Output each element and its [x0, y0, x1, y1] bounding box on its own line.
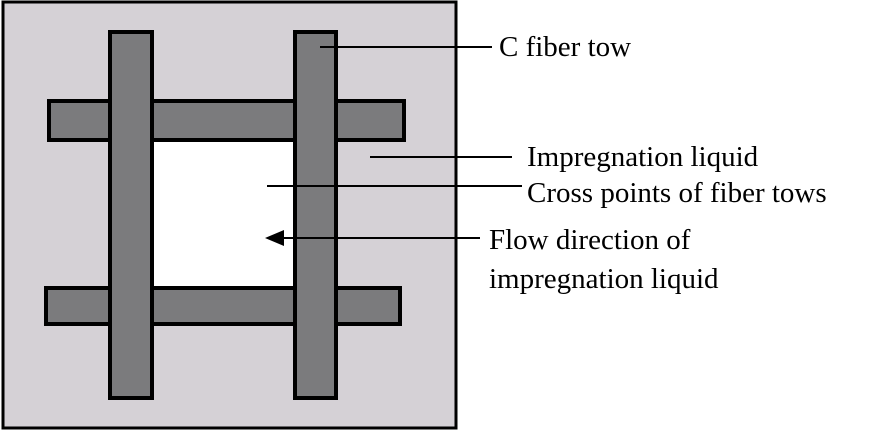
vertical-tow-left	[108, 30, 154, 400]
label-flow-direction-line1: Flow direction of	[489, 224, 691, 256]
flow-arrow-head-icon	[265, 230, 284, 246]
horizontal-tow-bottom	[44, 286, 402, 326]
open-pore-area	[152, 140, 295, 288]
label-cross-points: Cross points of fiber tows	[527, 177, 827, 209]
label-flow-direction-line2: impregnation liquid	[489, 263, 719, 295]
label-impregnation-liquid: Impregnation liquid	[527, 141, 759, 173]
horizontal-tow-top	[47, 99, 406, 142]
vertical-tow-right	[293, 30, 338, 400]
label-c-fiber-tow: C fiber tow	[499, 31, 631, 63]
